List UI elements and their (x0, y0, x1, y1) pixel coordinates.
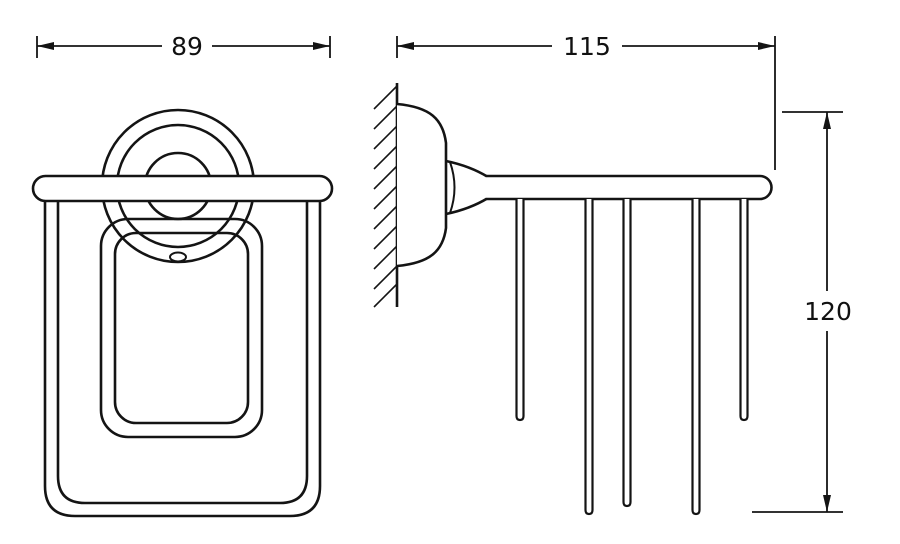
arrowhead-right-icon (313, 42, 330, 50)
arrowhead-right-icon (758, 42, 775, 50)
mount-profile (396, 102, 448, 268)
arrowhead-left-icon (397, 42, 414, 50)
dimension-label-front-width: 89 (171, 32, 203, 61)
dimension-label-side-height: 120 (804, 297, 852, 326)
arrowhead-left-icon (37, 42, 54, 50)
dimension-side-height: 120 (752, 111, 852, 513)
prong-2 (584, 199, 594, 516)
dimension-front-width: 89 (36, 32, 331, 61)
prong-1 (515, 199, 525, 422)
dimension-label-side-depth: 115 (563, 32, 611, 61)
dimension-side-depth: 115 (396, 32, 776, 170)
wall-hatching (373, 85, 398, 308)
escutcheon-detail-oval (169, 251, 187, 263)
basket-window-inner (113, 231, 250, 425)
prong-3 (622, 199, 632, 508)
collar (445, 159, 489, 216)
arrowhead-bottom-icon (823, 495, 831, 512)
basket-outline-inner (56, 201, 309, 505)
basket-outline-outer (43, 201, 322, 518)
arrowhead-top-icon (823, 112, 831, 129)
side-view: 115 120 (373, 32, 852, 516)
rail-front (31, 174, 334, 203)
basket-window-outer (99, 217, 264, 439)
front-view: 89 (31, 32, 334, 518)
rail-side (486, 174, 773, 201)
prong-5 (739, 199, 749, 422)
prong-4 (691, 199, 701, 516)
basket-prongs (515, 199, 749, 516)
